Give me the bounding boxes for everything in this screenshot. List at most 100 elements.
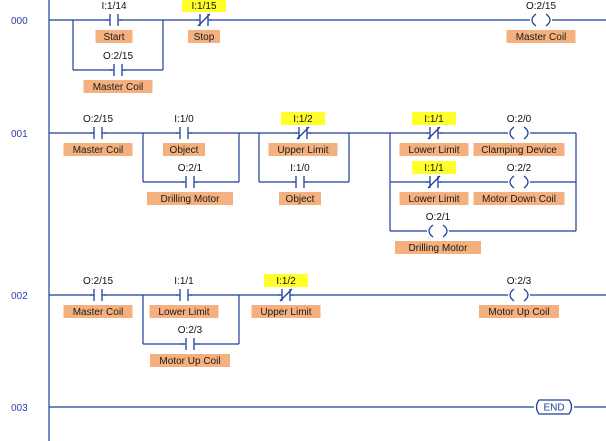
- description-label: Master Coil: [93, 82, 144, 93]
- description-background: [150, 354, 230, 367]
- contact-right-plate: [303, 176, 308, 188]
- address-label: O:2/15: [83, 276, 113, 287]
- coil-right-arc: [442, 224, 448, 238]
- description-label: Master Coil: [516, 32, 567, 43]
- address-label: O:2/2: [507, 163, 532, 174]
- contact-gap: [92, 131, 104, 135]
- description-label: Master Coil: [73, 307, 124, 318]
- contact-left-plate: [110, 64, 115, 76]
- address-label: O:2/1: [426, 212, 451, 223]
- description-label: Lower Limit: [408, 145, 459, 156]
- description-label: Motor Up Coil: [159, 356, 220, 367]
- address-label: O:2/3: [507, 276, 532, 287]
- description-label: Start: [103, 32, 124, 43]
- address-highlight: [412, 112, 456, 125]
- contact-left-plate: [182, 176, 187, 188]
- contact-right-plate: [193, 338, 198, 350]
- description-label: Drilling Motor: [409, 243, 469, 254]
- address-label: I:1/0: [290, 163, 310, 174]
- contact-gap: [112, 68, 124, 72]
- contact-gap: [184, 180, 196, 184]
- end-label: END: [543, 403, 564, 414]
- description-label: Master Coil: [73, 145, 124, 156]
- contact-left-plate: [106, 14, 111, 26]
- contact-right-plate: [117, 14, 122, 26]
- rung-number: 002: [11, 291, 28, 302]
- contact-right-plate: [187, 127, 192, 139]
- rung-number: 001: [11, 129, 28, 140]
- rung-number: 003: [11, 403, 28, 414]
- address-label: O:2/15: [526, 1, 556, 12]
- description-background: [149, 305, 219, 318]
- description-background: [63, 305, 133, 318]
- contact-slash: [197, 13, 211, 27]
- coil-right-arc: [523, 288, 529, 302]
- description-background: [147, 192, 233, 205]
- description-background: [473, 143, 565, 156]
- description-label: Clamping Device: [481, 145, 557, 156]
- contact-right-plate: [121, 64, 126, 76]
- address-label: O:2/3: [178, 325, 203, 336]
- description-label: Drilling Motor: [161, 194, 221, 205]
- address-label: O:2/1: [178, 163, 203, 174]
- address-label: O:2/0: [507, 114, 532, 125]
- coil-gap: [530, 18, 552, 22]
- description-label: Motor Down Coil: [482, 194, 556, 205]
- description-background: [479, 305, 559, 318]
- contact-left-plate: [292, 176, 297, 188]
- coil-right-arc: [523, 126, 529, 140]
- end-instruction[interactable]: END: [535, 399, 573, 415]
- coil-gap: [508, 180, 530, 184]
- contact-slash: [279, 288, 293, 302]
- end-symbol: [535, 399, 573, 415]
- ladder-wires: [48, 0, 606, 441]
- address-label: I:1/2: [276, 276, 296, 287]
- description-label: Upper Limit: [277, 145, 328, 156]
- contact-slash: [296, 126, 310, 140]
- rung-numbers: 000 001 002 003: [11, 16, 28, 414]
- description-background: [95, 30, 133, 43]
- address-label: I:1/15: [191, 1, 216, 12]
- contact-left-plate: [182, 338, 187, 350]
- address-highlight: [412, 161, 456, 174]
- coil-gap: [508, 293, 530, 297]
- contact-gap: [178, 293, 190, 297]
- contact-gap: [92, 293, 104, 297]
- contact-left-plate: [176, 289, 181, 301]
- coil-right-arc: [523, 175, 529, 189]
- address-highlight: [182, 0, 226, 12]
- description-background: [251, 305, 321, 318]
- description-background: [163, 143, 205, 156]
- address-label: I:1/1: [174, 276, 194, 287]
- description-background: [268, 143, 338, 156]
- contact-left-plate: [176, 127, 181, 139]
- coil-left-arc: [428, 224, 434, 238]
- contact-left-plate: [90, 127, 95, 139]
- description-label: Lower Limit: [408, 194, 459, 205]
- description-background: [395, 241, 481, 254]
- coil-left-arc: [531, 13, 537, 27]
- coil-left-arc: [509, 175, 515, 189]
- contact-slash: [427, 126, 441, 140]
- description-label: Object: [286, 194, 315, 205]
- description-label: Motor Up Coil: [488, 307, 549, 318]
